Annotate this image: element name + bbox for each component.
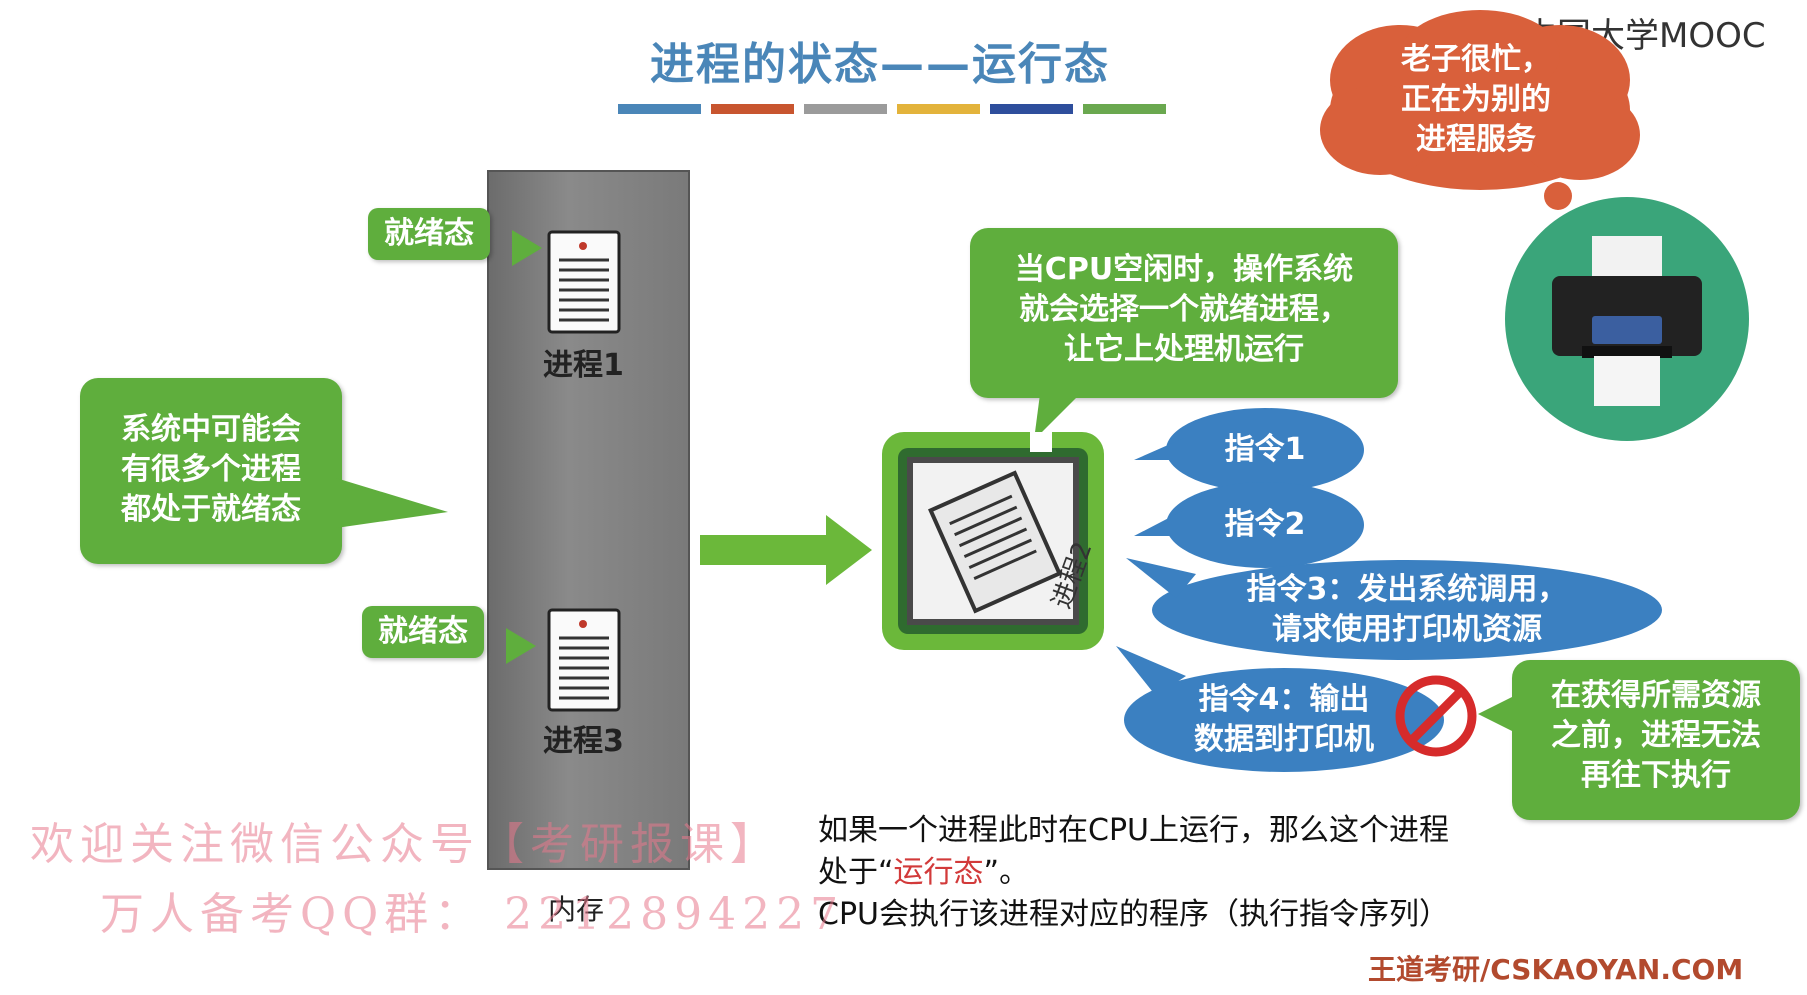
dispatch-arrow-icon <box>700 515 872 585</box>
document-icon-1 <box>547 230 621 334</box>
slide-title: 进程的状态——运行态 <box>650 39 1110 90</box>
watermark-line-1: 欢迎关注微信公众号【考研报课】 <box>30 819 780 870</box>
printer-icon <box>1505 197 1749 441</box>
cpu-chip-icon <box>882 432 1104 650</box>
instruction-2-bubble: 指令2 <box>1166 482 1364 568</box>
left-note-callout: 系统中可能会 有很多个进程 都处于就绪态 <box>80 378 342 564</box>
instruction-4-pointer <box>1116 646 1186 696</box>
cpu-note-pointer <box>1034 394 1080 440</box>
instruction-4-bubble: 指令4：输出 数据到打印机 <box>1124 668 1444 772</box>
title-bar-6 <box>1083 104 1166 114</box>
title-bar-2 <box>711 104 794 114</box>
right-note-pointer <box>1478 694 1518 734</box>
instruction-3-bubble: 指令3：发出系统调用， 请求使用打印机资源 <box>1152 560 1662 660</box>
instruction-1-pointer <box>1134 438 1184 460</box>
process-1-label: 进程1 <box>543 348 624 383</box>
forbidden-icon <box>1395 675 1477 757</box>
watermark-line-2: 万人备考QQ群： 2212894227 <box>100 889 845 940</box>
cpu-note-callout: 当CPU空闲时，操作系统 就会选择一个就绪进程， 让它上处理机运行 <box>970 228 1398 398</box>
thought-cloud-icon <box>1320 10 1640 220</box>
caption-line-1: 如果一个进程此时在CPU上运行，那么这个进程 <box>818 813 1449 848</box>
instruction-3-pointer <box>1126 558 1196 598</box>
instruction-1-bubble: 指令1 <box>1166 408 1364 492</box>
title-bar-3 <box>804 104 887 114</box>
title-bar-4 <box>897 104 980 114</box>
process-3-label: 进程3 <box>543 724 624 759</box>
memory-label: 内存 <box>548 893 605 926</box>
ready-tag-1: 就绪态 <box>368 208 490 260</box>
caption-line-2: 处于“运行态”。 <box>818 852 1449 894</box>
caption-block: 如果一个进程此时在CPU上运行，那么这个进程 处于“运行态”。 CPU会执行该进… <box>818 810 1449 936</box>
thought-cloud-text: 老子很忙， 正在为别的 进程服务 <box>1401 42 1551 157</box>
title-bar-1 <box>618 104 701 114</box>
left-note-pointer <box>336 478 448 528</box>
title-bar-5 <box>990 104 1073 114</box>
caption-line-3: CPU会执行该进程对应的程序（执行指令序列） <box>818 897 1449 932</box>
title-underline-bars <box>618 104 1166 114</box>
footer-brand: 王道考研/CSKAOYAN.COM <box>1368 953 1744 986</box>
ready-tag-1-pointer <box>512 230 542 266</box>
caption-line-2-prefix: 处于“ <box>818 855 894 890</box>
caption-running-state: 运行态 <box>893 855 984 890</box>
caption-line-2-suffix: ”。 <box>983 855 1030 890</box>
ready-tag-2-pointer <box>506 628 536 664</box>
document-icon-3 <box>547 608 621 712</box>
right-note-callout: 在获得所需资源 之前，进程无法 再往下执行 <box>1512 660 1800 820</box>
ready-tag-2: 就绪态 <box>362 606 484 658</box>
instruction-2-pointer <box>1134 510 1184 536</box>
